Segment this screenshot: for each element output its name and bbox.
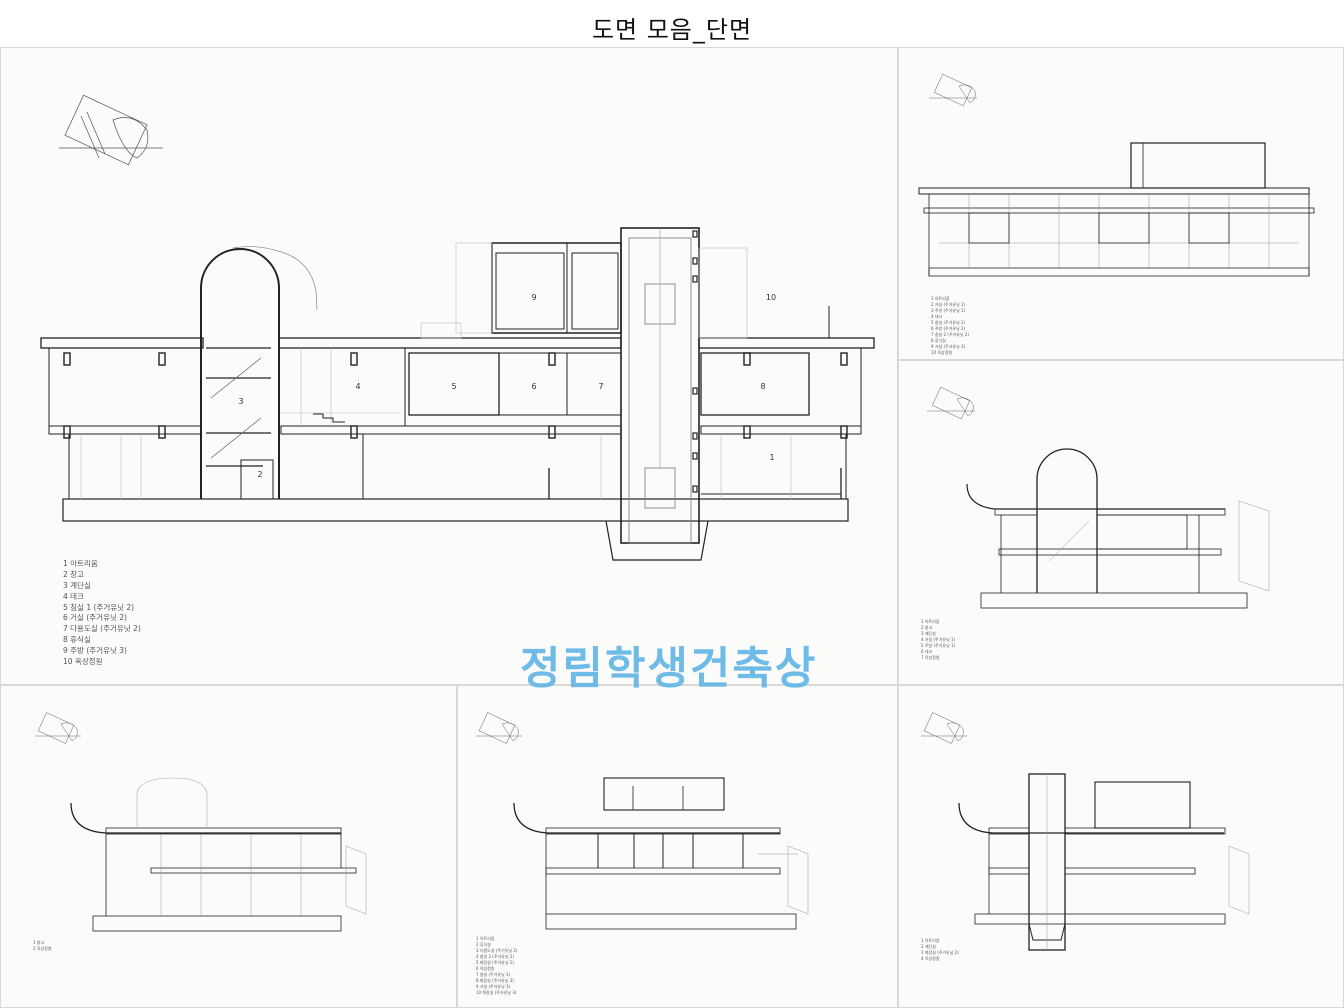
legend-item: 6 주방 (주거유닛 2)	[931, 326, 966, 331]
main-room-number: 2	[257, 470, 262, 479]
section-bottom-right-legend: 1 아트리움 2 계단실 3 화장실 (주거유닛 2) 4 옥상정원	[921, 938, 959, 962]
main-section-legend: 1 아트리움 2 창고 3 계단실 4 데크 5 침실 1 (주거유닛 2) 6…	[63, 559, 141, 668]
legend-item: 3 다용도실 (주거유닛 2)	[476, 948, 518, 953]
legend-item: 9 거실 (주거유닛 3)	[931, 344, 966, 349]
legend-item: 2 계단실	[921, 944, 936, 949]
key-plan-icon	[35, 712, 81, 744]
legend-item: 4 거실 (주거유닛 1)	[921, 637, 956, 642]
legend-item: 7 침실 (주거유닛 3)	[476, 972, 511, 977]
main-room-number: 3	[238, 397, 243, 406]
main-room-number: 7	[598, 382, 603, 391]
key-plan-icon	[927, 386, 975, 420]
legend-item: 9 거실 (주거유닛 3)	[476, 984, 511, 989]
main-room-number: 5	[451, 382, 456, 391]
legend-item: 2 창고	[921, 625, 933, 630]
section-top-right-legend: 1 아트리움 2 거실 (주거유닛 1) 3 주방 (주거유닛 1) 4 데크 …	[931, 296, 969, 356]
main-room-number: 9	[531, 293, 536, 302]
key-plan-icon	[929, 73, 977, 107]
legend-item: 5 침실 (주거유닛 2)	[931, 320, 966, 325]
sheet-section-top-right: 1 아트리움 2 거실 (주거유닛 1) 3 주방 (주거유닛 1) 4 데크 …	[898, 47, 1344, 360]
legend-item: 7 옥상정원	[921, 655, 940, 660]
section-bottom-left-drawing	[35, 712, 367, 932]
legend-item: 1 아트리움	[921, 619, 940, 624]
legend-item: 4 침실 2 (주거유닛 2)	[476, 954, 514, 959]
section-bottom-mid-drawing	[476, 712, 809, 930]
sheet-section-bottom-right: 1 아트리움 2 계단실 3 화장실 (주거유닛 2) 4 옥상정원	[898, 685, 1344, 1008]
legend-item: 3 계단실	[63, 580, 91, 590]
main-room-number: 4	[355, 382, 360, 391]
legend-item: 7 다용도실 (주거유닛 2)	[63, 624, 141, 634]
page-title: 도면 모음_단면	[591, 16, 753, 44]
legend-item: 8 휴식실	[63, 635, 91, 645]
legend-item: 4 데크	[63, 591, 84, 601]
section-top-right-drawing	[918, 73, 1315, 277]
sheet-section-bottom-left: 1 창고 2 옥상정원	[0, 685, 457, 1008]
key-plan-icon	[59, 94, 163, 166]
section-bottom-left-legend: 1 창고 2 옥상정원	[33, 940, 52, 952]
main-room-number: 8	[760, 382, 765, 391]
main-room-number: 10	[766, 293, 776, 302]
legend-item: 7 침실 2 (주거유닛 2)	[931, 332, 969, 337]
legend-item: 1 아트리움	[476, 936, 495, 941]
key-plan-icon	[921, 712, 967, 744]
legend-item: 9 주방 (주거유닛 3)	[63, 646, 127, 655]
key-plan-icon	[476, 712, 522, 744]
legend-item: 2 휴식실	[476, 942, 491, 947]
legend-item: 3 화장실 (주거유닛 2)	[921, 950, 959, 955]
legend-item: 3 주방 (주거유닛 1)	[931, 308, 966, 313]
section-mid-right-drawing	[927, 386, 1270, 609]
legend-item: 5 주방 (주거유닛 1)	[921, 643, 956, 648]
legend-item: 5 화장실 (주거유닛 2)	[476, 960, 514, 965]
legend-item: 10 옥상정원	[63, 656, 103, 666]
section-bottom-right-drawing	[921, 712, 1250, 951]
legend-item: 1 아트리움	[931, 296, 950, 301]
legend-item: 5 침실 1 (주거유닛 2)	[63, 602, 135, 612]
legend-item: 1 아트리움	[63, 559, 98, 568]
legend-item: 2 거실 (주거유닛 1)	[931, 302, 966, 307]
legend-item: 2 창고	[63, 569, 84, 579]
main-room-number: 1	[769, 453, 774, 462]
legend-item: 4 옥상정원	[921, 956, 940, 961]
legend-item: 8 화장실 (주거유닛 3)	[476, 978, 514, 983]
legend-item: 3 계단실	[921, 631, 936, 636]
legend-item: 1 아트리움	[921, 938, 940, 943]
section-mid-right-legend: 1 아트리움 2 창고 3 계단실 4 거실 (주거유닛 1) 5 주방 (주거…	[921, 619, 955, 661]
legend-item: 4 데크	[931, 314, 943, 319]
sheet-section-bottom-mid: 1 아트리움 2 휴식실 3 다용도실 (주거유닛 2) 4 침실 2 (주거유…	[457, 685, 898, 1008]
legend-item: 6 거실 (주거유닛 2)	[63, 613, 127, 623]
main-room-number: 6	[531, 382, 536, 391]
legend-item: 10 화장실 (주거유닛 3)	[476, 990, 517, 995]
watermark: 정림학생건축상	[520, 643, 818, 694]
sheet-main-section: 1 2 3 4 5 6 7 8 9 10 1 아트리움 2 창고 3 계단실 4…	[0, 47, 898, 685]
legend-item: 2 옥상정원	[33, 946, 52, 951]
main-section-drawing: 1 2 3 4 5 6 7 8 9 10	[40, 94, 875, 561]
sheet-section-mid-right: 1 아트리움 2 창고 3 계단실 4 거실 (주거유닛 1) 5 주방 (주거…	[898, 360, 1344, 685]
legend-item: 1 창고	[33, 940, 45, 945]
legend-item: 6 옥상정원	[476, 966, 495, 971]
legend-item: 10 옥상정원	[931, 350, 953, 355]
legend-item: 6 데크	[921, 649, 933, 654]
legend-item: 8 휴식실	[931, 338, 946, 343]
section-bottom-mid-legend: 1 아트리움 2 휴식실 3 다용도실 (주거유닛 2) 4 침실 2 (주거유…	[476, 936, 517, 996]
